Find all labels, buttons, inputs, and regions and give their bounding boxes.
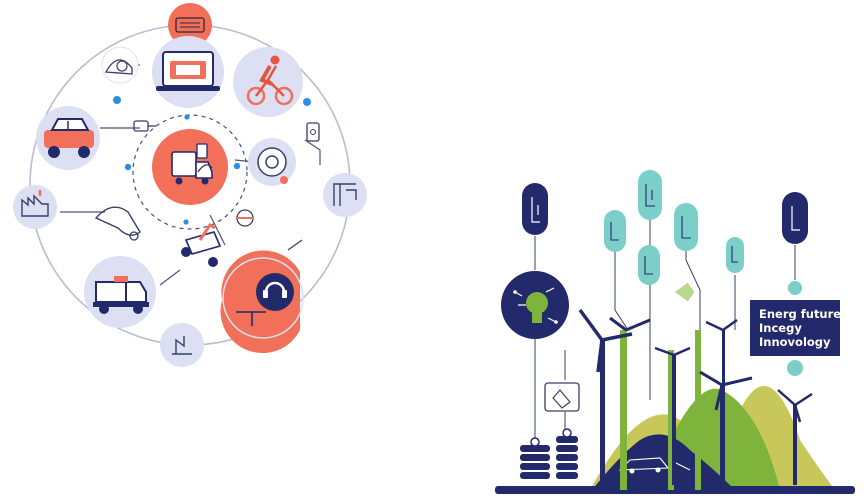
leaf-icon	[673, 281, 696, 303]
truck-hub-icon	[152, 129, 228, 205]
chip-icon	[544, 382, 580, 412]
drone-icon	[181, 222, 222, 267]
sign-line-2: Incegy	[759, 321, 802, 335]
wrench-icon	[94, 206, 141, 241]
capsule-teal-4	[674, 203, 698, 251]
capsule-navy-right	[782, 192, 808, 244]
satellite-icon	[236, 209, 303, 251]
car-icon	[36, 106, 100, 170]
phone-icon	[306, 122, 320, 142]
capsule-teal-1	[604, 210, 626, 252]
sign-line-1: Energ future	[759, 307, 841, 321]
capsule-teal-3	[638, 245, 660, 285]
pipeline-icon	[520, 428, 578, 479]
sign-line-3: Innovology	[759, 335, 831, 349]
network-dots	[113, 96, 311, 225]
lightbulb-icon	[501, 271, 569, 339]
ground-bar	[495, 486, 855, 494]
snail-icon	[101, 46, 139, 84]
headset-icon	[220, 250, 304, 354]
keyboard-icon	[168, 3, 212, 47]
capsule-teal-2	[638, 170, 662, 220]
cyclist-icon	[233, 47, 303, 117]
seedling-icon	[160, 323, 204, 367]
energy-scene: Energ future Incegy Innovology	[495, 170, 855, 494]
energy-sign: Energ future Incegy Innovology	[750, 300, 841, 356]
teal-node-lower	[787, 360, 803, 376]
laptop-icon	[152, 36, 224, 108]
green-stalks	[620, 330, 701, 490]
tech-network-diagram	[13, 3, 367, 367]
teal-node	[788, 281, 802, 295]
inner-ring	[132, 114, 248, 230]
plug-icon	[133, 120, 156, 132]
truck-icon	[84, 256, 156, 328]
factory-icon	[13, 185, 57, 229]
capsule-teal-5	[726, 237, 744, 273]
capsule-navy-left	[522, 183, 548, 235]
target-icon	[248, 138, 296, 186]
crane-icon	[323, 173, 367, 217]
wind-turbine-icon	[578, 308, 813, 485]
